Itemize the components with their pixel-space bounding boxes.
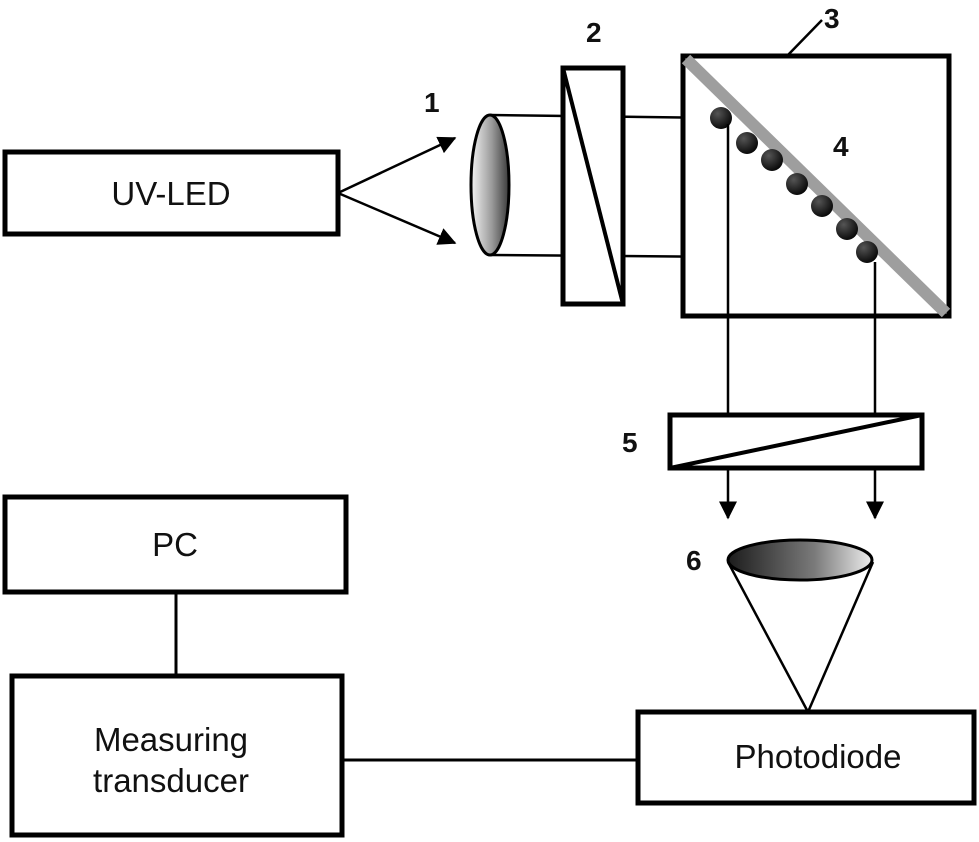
label-4: 4 [833,131,849,162]
transducer-label-line1: Measuring [94,721,248,758]
focusing-lens-6 [726,538,874,582]
label-2: 2 [586,17,602,48]
polarizer-prism-2 [560,65,626,307]
photodiode-label: Photodiode [735,738,902,775]
led-emission-rays [337,136,457,245]
prism-cube-3 [680,53,952,319]
analyzer-prism-5 [667,412,925,471]
photodiode-block: Photodiode [635,709,977,806]
measuring-transducer-block: Measuring transducer [9,673,345,838]
uv-led-label: UV-LED [111,175,230,212]
label-1: 1 [424,87,440,118]
collimating-lens-1 [469,113,511,257]
label-3: 3 [824,3,840,34]
sample-beads-4 [710,107,878,263]
label-6: 6 [686,545,702,576]
pc-label: PC [152,526,198,563]
label-5: 5 [622,427,638,458]
pc-block: PC [2,494,349,595]
transducer-label-line2: transducer [93,762,249,799]
label-3-leader [786,19,823,57]
uv-led-block: UV-LED [2,149,341,237]
focusing-cone [726,561,875,713]
